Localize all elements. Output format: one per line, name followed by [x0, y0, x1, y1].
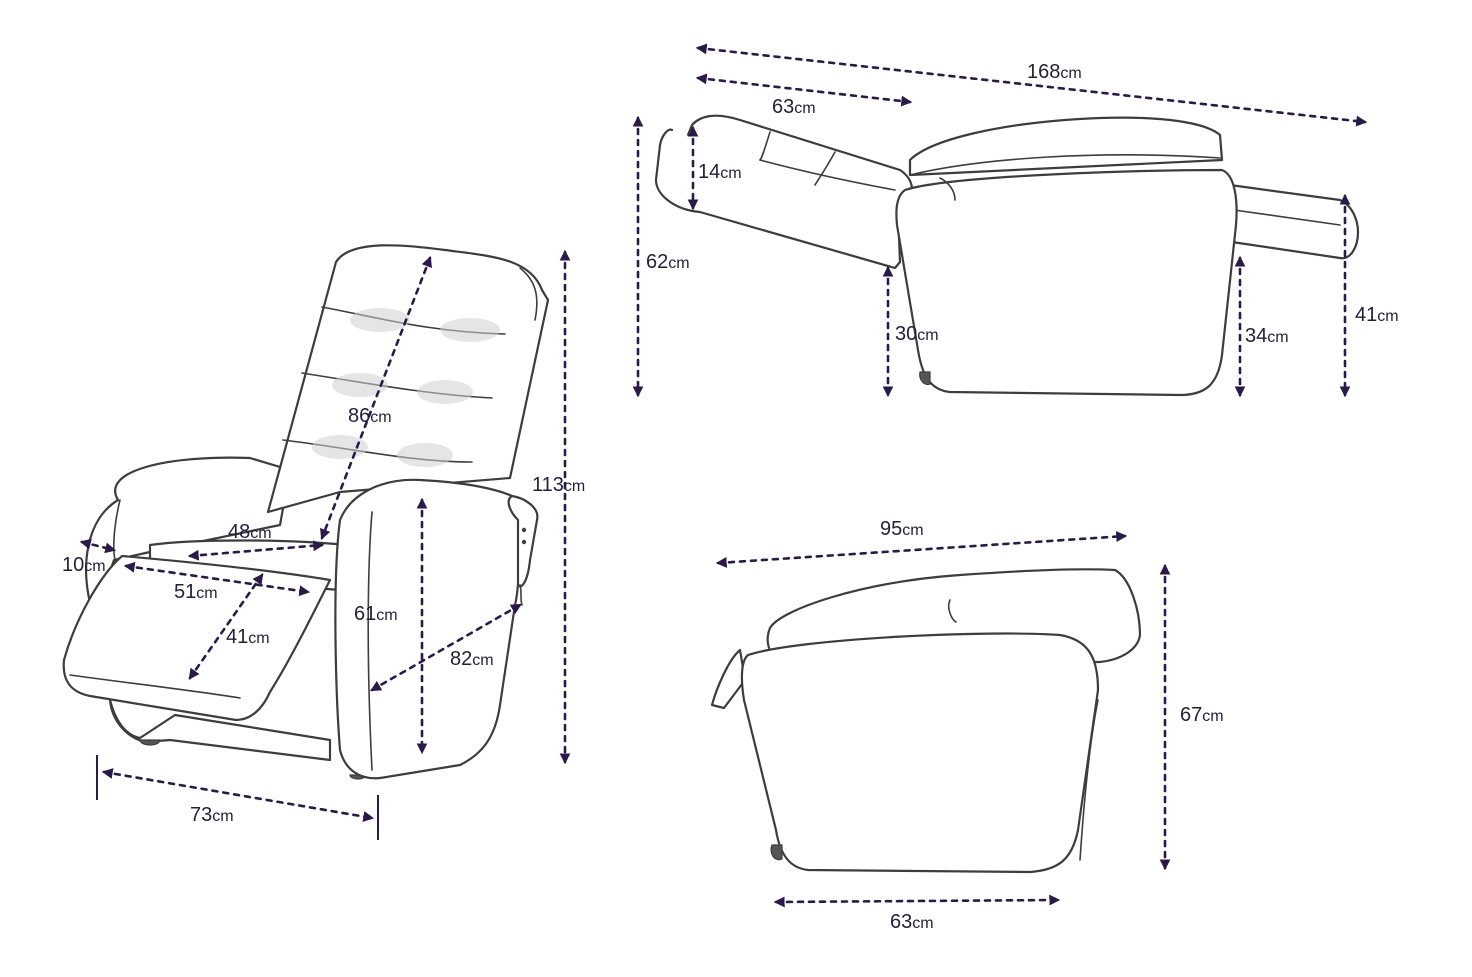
dim-line-backrest-height [320, 255, 432, 541]
label-backrest-height: 86cm [348, 405, 392, 427]
label-backrest-length: 63cm [772, 96, 816, 118]
reclined-view-chair [654, 114, 1360, 397]
label-total-length: 168cm [1027, 61, 1082, 83]
dim-line-depth [370, 603, 522, 692]
dim-line-lifted-length [715, 531, 1128, 568]
dim-line-armrest-width [79, 538, 117, 554]
label-footrest-width: 51cm [174, 581, 218, 603]
label-footrest-depth: 41cm [226, 626, 270, 648]
label-arm-height: 61cm [354, 603, 398, 625]
dim-line-lifted-base [773, 894, 1061, 908]
label-width: 73cm [190, 804, 234, 826]
label-seat-height: 30cm [895, 323, 939, 345]
label-lifted-height: 67cm [1180, 704, 1224, 726]
dim-line-seat-width [187, 540, 325, 561]
label-depth: 82cm [450, 648, 494, 670]
dim-line-total-length [695, 43, 1368, 127]
dim-line-backrest-length [695, 73, 913, 107]
label-backrest-thickness: 14cm [698, 161, 742, 183]
label-total-height: 113cm [532, 474, 585, 496]
label-overall-height: 62cm [646, 251, 690, 273]
lifted-view-chair [710, 568, 1142, 874]
label-lifted-base: 63cm [890, 911, 934, 933]
label-seat-width: 48cm [228, 521, 272, 543]
label-footrest-end-height: 41cm [1355, 304, 1399, 326]
label-armrest-width: 10cm [62, 554, 106, 576]
dimension-lines [79, 43, 1368, 908]
dim-line-width [101, 768, 375, 822]
label-footrest-height: 34cm [1245, 325, 1289, 347]
label-lifted-length: 95cm [880, 518, 924, 540]
dim-line-footrest-depth [188, 573, 264, 680]
dimension-labels: 86cm 113cm 48cm 10cm 51cm 41cm 61cm 82cm… [62, 61, 1399, 933]
front-view-chair [62, 244, 550, 780]
